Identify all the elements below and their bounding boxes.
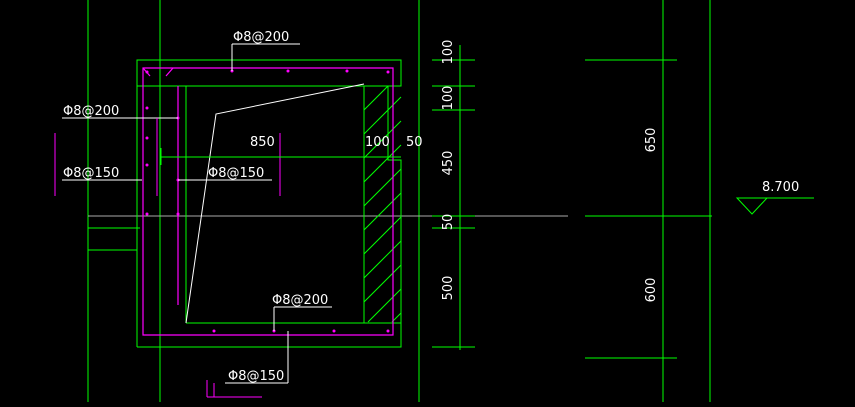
- elevation-marker: [735, 197, 814, 215]
- label-inner-stirrup: Φ8@150: [208, 166, 264, 181]
- sloped-fill-line: [185, 83, 365, 324]
- hatched-wall: [363, 85, 402, 323]
- label-bottom-stirrup: Φ8@150: [228, 369, 284, 384]
- label-bottom-rebar: Φ8@200: [272, 293, 328, 308]
- label-dim-450: 450: [441, 151, 456, 176]
- label-dim-100: 100: [365, 135, 390, 150]
- label-dim-100-second: 100: [441, 86, 456, 111]
- rebar-lines: [142, 67, 394, 336]
- rebar-dots: [145, 69, 390, 333]
- magenta-leaders: [54, 118, 281, 398]
- label-dim-50: 50: [406, 135, 423, 150]
- label-left-stirrup: Φ8@150: [63, 166, 119, 181]
- label-left-rebar: Φ8@200: [63, 104, 119, 119]
- label-dim-50: 50: [441, 214, 456, 231]
- label-dim-500: 500: [441, 276, 456, 301]
- slab-outline-2: [88, 249, 138, 347]
- dim-far-right: [585, 59, 677, 359]
- dim-chain-ticks: [432, 59, 475, 348]
- label-top-rebar: Φ8@200: [233, 30, 289, 45]
- label-dim-850: 850: [250, 135, 275, 150]
- label-dim-650: 650: [644, 128, 659, 153]
- label-dim-600: 600: [644, 278, 659, 303]
- label-dim-100-top: 100: [441, 40, 456, 65]
- label-elevation: 8.700: [762, 180, 799, 195]
- leader-lines: [62, 43, 332, 384]
